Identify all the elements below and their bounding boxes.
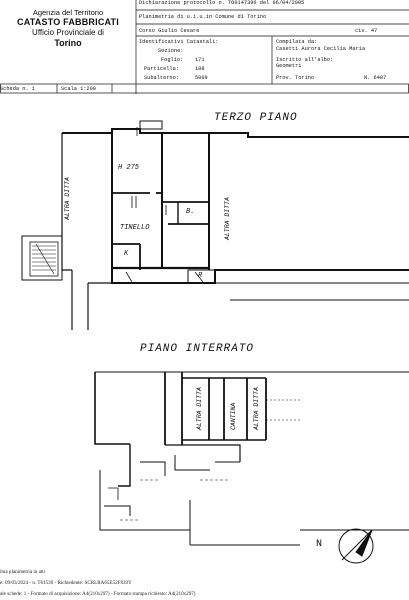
bagno-label: B.	[186, 208, 195, 216]
particella-label: Particella:	[144, 66, 179, 72]
scala-label: Scala 1:200	[61, 86, 96, 92]
compilata-by: Casetti Aurora Cecilia Maria	[276, 46, 366, 52]
agency-header: Agenzia del Territorio CATASTO FABBRICAT…	[0, 0, 136, 80]
foglio-value: 171	[195, 57, 205, 63]
tinello-label: TINELLO	[120, 224, 150, 232]
compilata-label: Compilata da:	[276, 39, 318, 45]
north-label: N	[316, 539, 323, 550]
height-label: H 275	[118, 164, 140, 172]
catasto-title: CATASTO FABBRICATI	[17, 17, 119, 28]
ufficio-label: Ufficio Provinciale di	[32, 28, 104, 38]
subalterno-value: 5009	[195, 75, 208, 81]
agency-name: Agenzia del Territorio	[32, 8, 104, 17]
altra-ditta-right-label: ALTRA DITTA	[224, 197, 231, 240]
footer-line-1: ima planimetria in atti	[0, 569, 46, 575]
particella-value: 188	[195, 66, 205, 72]
prov-label: Prov. Torino	[276, 75, 315, 81]
piano-interrato-label: PIANO INTERRATO	[140, 343, 255, 355]
dichiarazione-text: Dichiarazione protocollo n. TO0147396 de…	[139, 0, 305, 6]
sezione-label: Sezione:	[158, 48, 184, 54]
altra-ditta-left-label: ALTRA DITTA	[64, 177, 71, 220]
cucina-label: K	[124, 250, 129, 258]
altra-ditta-b1-label: ALTRA DITTA	[196, 387, 203, 430]
altra-ditta-b2-label: ALTRA DITTA	[253, 387, 260, 430]
numero-value: N. 6487	[364, 75, 387, 81]
foglio-label: Foglio:	[161, 57, 184, 63]
identificativi-label: Identificativi Catastali:	[139, 39, 219, 45]
iscritto-label: Iscritto all'albo:	[276, 57, 334, 63]
civic-number: civ. 47	[355, 28, 378, 34]
ripostiglio-label: R	[198, 272, 203, 280]
footer-line-2: e: 09/03/2024 - n. T61539 - Richiedente:…	[0, 580, 132, 586]
footer-line-3: ale schede: 1 - Formato di acquisizione:…	[0, 591, 196, 597]
iscritto-value: Geometri	[276, 63, 302, 69]
terzo-piano-label: TERZO PIANO	[214, 112, 298, 124]
scheda-label: Scheda n. 1	[0, 86, 35, 92]
address-text: Corso Giulio Cesare	[139, 28, 200, 34]
planimetria-text: Planimetria di u.i.u.in Comune di Torino	[139, 14, 267, 20]
city-label: Torino	[54, 37, 82, 48]
subalterno-label: Subalterno:	[144, 75, 179, 81]
cantina-label: CANTINA	[230, 402, 237, 430]
